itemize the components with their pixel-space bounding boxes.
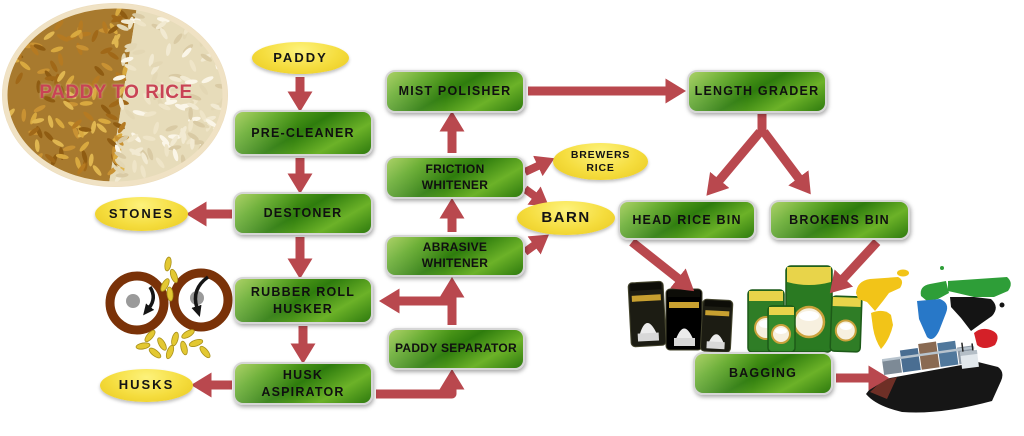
flow-arrows	[186, 77, 889, 399]
arrow-aspirator-to-separator	[376, 369, 465, 399]
node-stones: STONES	[95, 197, 188, 231]
node-brokens-bin: BROKENS BIN	[769, 200, 910, 240]
node-paddy-separator: PADDY SEPARATOR	[387, 328, 525, 370]
node-mist-polisher: MIST POLISHER	[385, 70, 525, 113]
photo-caption: PADDY TO RICE	[39, 82, 193, 103]
node-abrasive-whitener: ABRASIVE WHITENER	[385, 235, 525, 277]
arrow-lengthgrader-to-brokensbin	[760, 129, 811, 195]
node-head-rice-bin: HEAD RICE BIN	[618, 200, 756, 240]
cargo-ship	[866, 340, 1003, 413]
arrow-abrasive-to-barn	[522, 234, 549, 256]
node-length-grader: LENGTH GRADER	[687, 70, 827, 113]
arrow-friction-to-barn	[522, 185, 549, 207]
arrow-friction-to-brewersrice	[523, 155, 555, 177]
rotation-arrow-icon	[191, 275, 210, 318]
arrow-headricebin-to-bags	[629, 238, 695, 292]
node-bagging: BAGGING	[693, 352, 833, 395]
node-brewers-rice: BREWERS RICE	[553, 143, 648, 180]
rubber-rolls-illustration	[105, 256, 233, 360]
node-paddy: PADDY	[252, 42, 349, 74]
node-friction-whitener: FRICTION WHITENER	[385, 156, 525, 199]
rotation-arrow-icon	[143, 286, 155, 316]
node-husk-aspirator: HUSK ASPIRATOR	[233, 362, 373, 405]
node-rubber-roll-husker: RUBBER ROLL HUSKER	[233, 277, 373, 324]
arrow-brokensbin-to-pouches	[829, 238, 881, 294]
node-destoner: DESTONER	[233, 192, 373, 235]
paddy-grains	[135, 256, 211, 360]
node-barn: BARN	[517, 201, 615, 235]
node-pre-cleaner: PRE-CLEANER	[233, 110, 373, 156]
black-rice-bags	[627, 280, 734, 353]
world-map	[856, 266, 1011, 349]
arrow-lengthgrader-to-headricebin	[706, 129, 764, 196]
node-husks: HUSKS	[100, 369, 193, 402]
